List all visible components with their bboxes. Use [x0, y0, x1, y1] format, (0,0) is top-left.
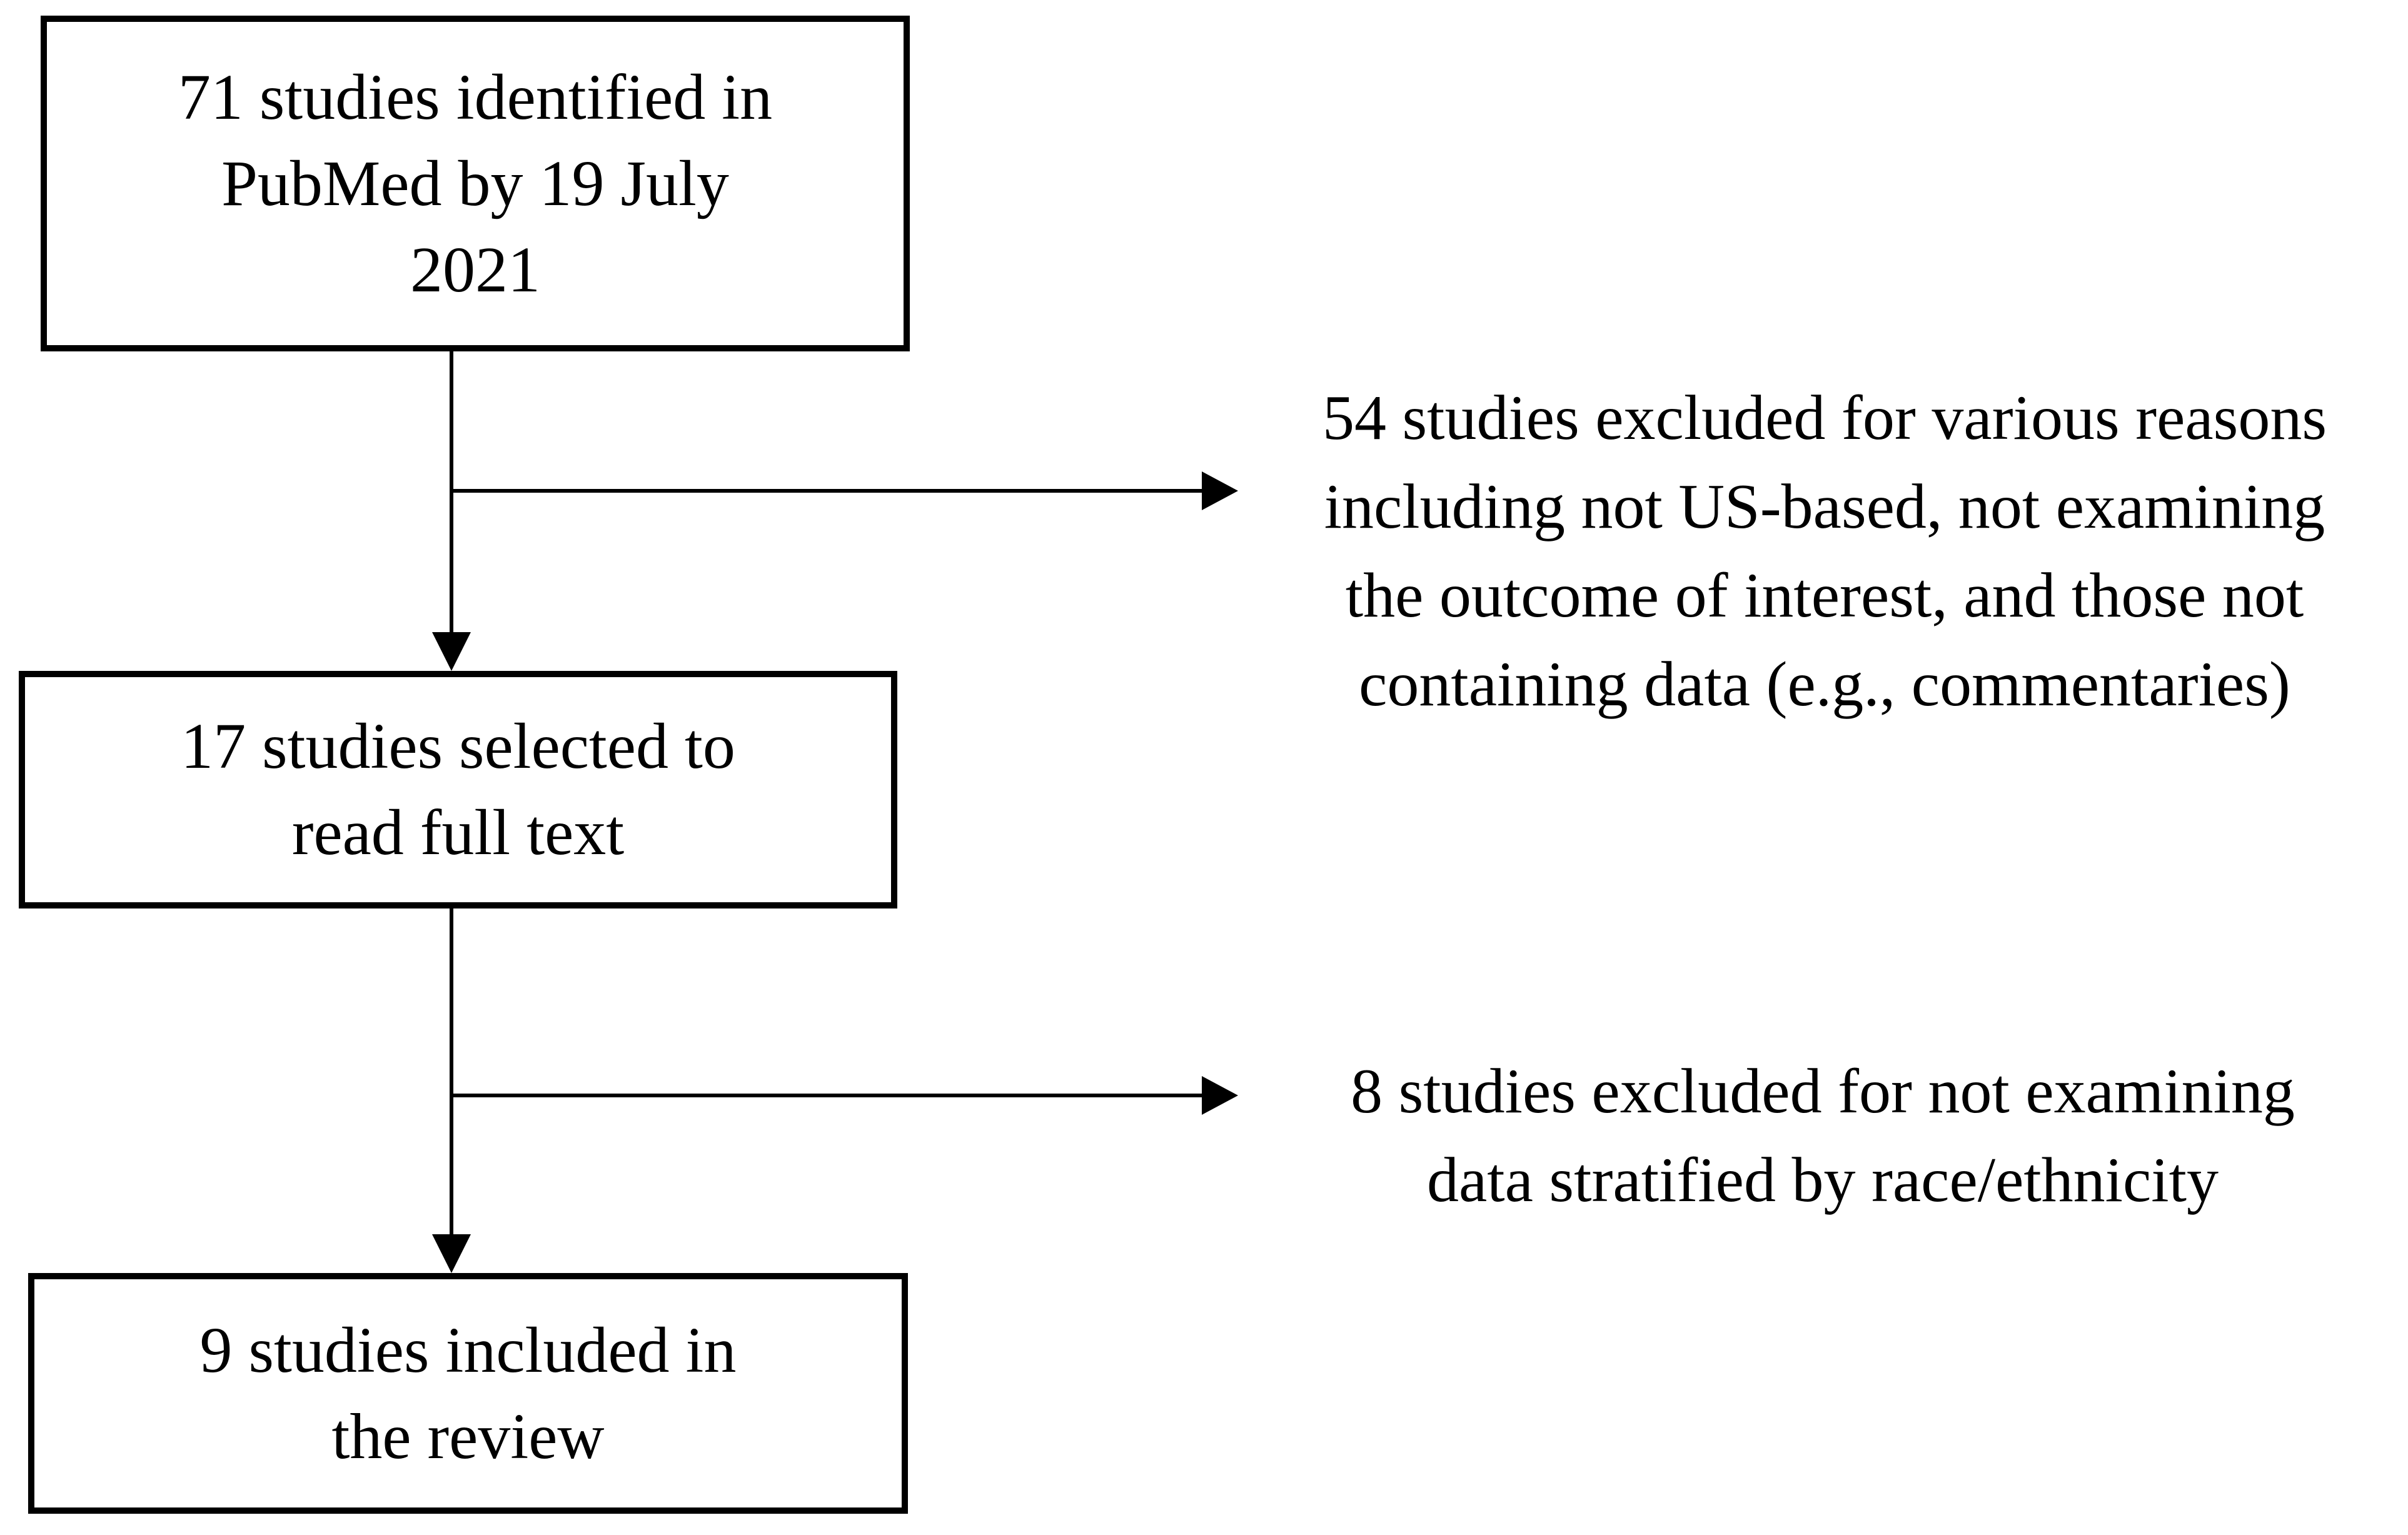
arrow-shaft-screening-exclusions [451, 489, 1202, 493]
flow-box-included: 9 studies included in the review [28, 1273, 908, 1514]
exclusion-note-full-text: 8 studies excluded for not examining dat… [1351, 1056, 2295, 1215]
exclusion-note-screening: 54 studies excluded for various reasons … [1322, 383, 2327, 720]
down-arrowhead-icon [432, 1234, 471, 1273]
arrow-shaft-fulltext-to-included [450, 908, 453, 1237]
arrow-shaft-fulltext-exclusions [451, 1094, 1202, 1097]
flow-box-full-text-label: 17 studies selected to read full text [181, 710, 735, 868]
flow-box-included-label: 9 studies included in the review [199, 1314, 737, 1472]
flow-box-identified: 71 studies identified in PubMed by 19 Ju… [41, 16, 910, 351]
right-arrowhead-icon [1202, 471, 1238, 510]
right-arrowhead-icon [1202, 1076, 1238, 1115]
flow-box-identified-label: 71 studies identified in PubMed by 19 Ju… [178, 61, 773, 306]
flow-box-full-text: 17 studies selected to read full text [19, 671, 897, 908]
arrow-shaft-identified-to-fulltext [450, 351, 453, 636]
down-arrowhead-icon [432, 632, 471, 671]
